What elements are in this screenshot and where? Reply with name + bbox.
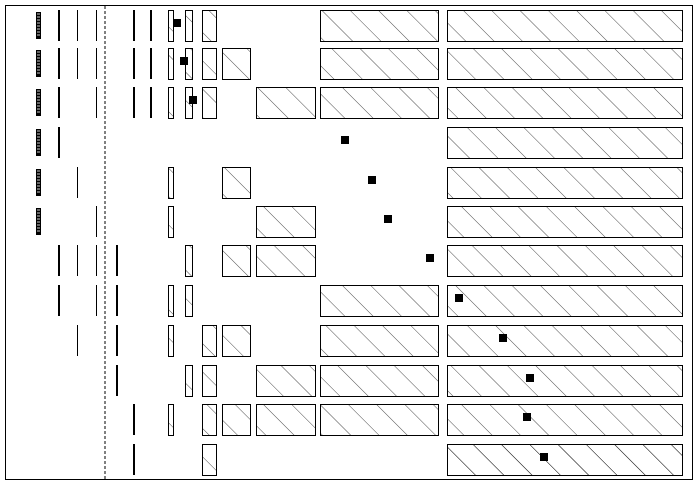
matrix-cell bbox=[168, 167, 174, 199]
matrix-cell bbox=[185, 285, 193, 317]
matrix-cell bbox=[320, 404, 439, 436]
matrix-cell bbox=[447, 404, 683, 436]
matrix-cell bbox=[202, 48, 217, 80]
pivot-marker bbox=[173, 19, 181, 27]
pivot-marker bbox=[189, 96, 197, 104]
matrix-cell bbox=[320, 325, 439, 357]
matrix-cell bbox=[447, 10, 683, 42]
matrix-cell bbox=[447, 285, 683, 317]
matrix-cell bbox=[36, 169, 41, 196]
matrix-cell bbox=[320, 285, 439, 317]
matrix-cell bbox=[168, 10, 174, 42]
matrix-cell bbox=[256, 404, 316, 436]
matrix-cell bbox=[447, 325, 683, 357]
matrix-cell bbox=[168, 404, 174, 436]
matrix-cell bbox=[320, 365, 439, 397]
matrix-cell bbox=[202, 365, 217, 397]
matrix-cell bbox=[202, 325, 217, 357]
matrix-cell bbox=[256, 245, 316, 277]
pivot-marker bbox=[455, 294, 463, 302]
matrix-cell bbox=[447, 87, 683, 119]
matrix-cell bbox=[36, 89, 41, 116]
matrix-cell bbox=[168, 87, 174, 119]
matrix-cell bbox=[222, 167, 251, 199]
matrix-cell bbox=[320, 87, 439, 119]
matrix-cell bbox=[222, 404, 251, 436]
matrix-cell bbox=[168, 206, 174, 238]
matrix-cells bbox=[36, 10, 683, 476]
matrix-cell bbox=[168, 285, 174, 317]
pivot-marker bbox=[180, 57, 188, 65]
matrix-cell bbox=[36, 12, 41, 39]
matrix-cell bbox=[185, 245, 193, 277]
matrix-cell bbox=[256, 365, 316, 397]
matrix-cell bbox=[36, 129, 41, 156]
matrix-cell bbox=[447, 245, 683, 277]
matrix-cell bbox=[36, 208, 41, 235]
matrix-cell bbox=[447, 365, 683, 397]
pivot-marker bbox=[526, 374, 534, 382]
pivot-marker bbox=[368, 176, 376, 184]
pivot-markers bbox=[173, 19, 548, 461]
matrix-cell bbox=[202, 404, 217, 436]
matrix-cell bbox=[202, 444, 217, 476]
matrix-cell bbox=[320, 10, 439, 42]
pivot-marker bbox=[523, 413, 531, 421]
pivot-marker bbox=[341, 136, 349, 144]
pivot-marker bbox=[499, 334, 507, 342]
matrix-cell bbox=[256, 87, 316, 119]
matrix-cell bbox=[185, 365, 193, 397]
pivot-marker bbox=[384, 215, 392, 223]
matrix-cell bbox=[202, 10, 217, 42]
matrix-cell bbox=[222, 245, 251, 277]
matrix-cell bbox=[202, 87, 217, 119]
pivot-marker bbox=[540, 453, 548, 461]
matrix-cell bbox=[168, 325, 174, 357]
matrix-cell bbox=[447, 206, 683, 238]
matrix-cell bbox=[168, 48, 174, 80]
diagram-frame bbox=[5, 5, 693, 480]
matrix-cell bbox=[447, 167, 683, 199]
matrix-cell bbox=[320, 48, 439, 80]
matrix-cell bbox=[222, 325, 251, 357]
matrix-cell bbox=[447, 444, 683, 476]
matrix-cell bbox=[185, 10, 193, 42]
matrix-cell bbox=[447, 127, 683, 159]
matrix-cell bbox=[222, 48, 251, 80]
matrix-cell bbox=[447, 48, 683, 80]
matrix-cell bbox=[36, 50, 41, 77]
pivot-marker bbox=[426, 254, 434, 262]
matrix-cell bbox=[256, 206, 316, 238]
